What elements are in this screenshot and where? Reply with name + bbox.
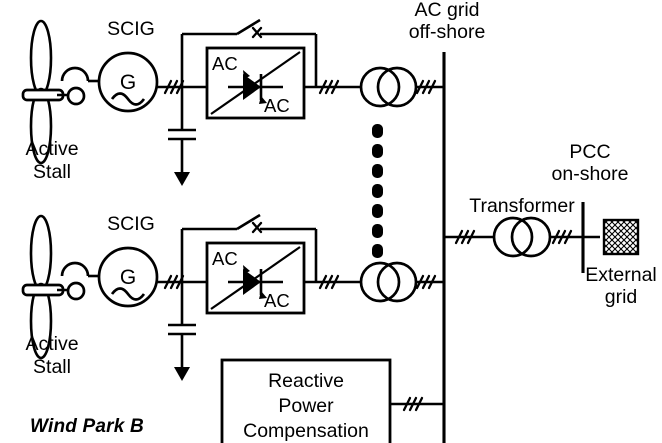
three-phase-mark-rpc bbox=[402, 396, 424, 412]
active-stall-2-line2: Stall bbox=[33, 356, 71, 378]
generator-symbol-1-label: G bbox=[120, 71, 136, 94]
scig-2-label: SCIG bbox=[107, 213, 155, 235]
external-grid-icon bbox=[602, 218, 640, 256]
generator-icon-2: G bbox=[97, 246, 159, 308]
wind-turbine-unit-2: G SCIG Active Stall AC AC bbox=[21, 213, 444, 381]
external-grid-line2-label: grid bbox=[605, 286, 638, 308]
active-stall-1-line2: Stall bbox=[33, 161, 71, 183]
three-phase-mark-conv-1 bbox=[318, 79, 340, 95]
pcc-line1-label: PCC bbox=[569, 141, 610, 163]
converter-2-output-label: AC bbox=[264, 290, 290, 311]
three-phase-mark-xfmr-1 bbox=[415, 79, 437, 95]
ground-arrow-icon-2 bbox=[174, 367, 190, 381]
wind-park-title: Wind Park B bbox=[30, 416, 144, 437]
thyristor-icon-2 bbox=[228, 265, 283, 299]
reactive-power-line2-label: Power bbox=[278, 395, 334, 417]
two-winding-transformer-icon-onshore bbox=[492, 216, 552, 258]
three-phase-mark-onshore-out bbox=[551, 229, 573, 245]
three-phase-mark-gen-1 bbox=[163, 79, 185, 95]
reactive-power-line3-label: Compensation bbox=[243, 420, 369, 442]
two-winding-transformer-icon-1 bbox=[359, 66, 418, 108]
converter-1-output-label: AC bbox=[264, 95, 290, 116]
repeated-units-ellipsis bbox=[372, 124, 383, 258]
reactive-power-compensation-block: Reactive Power Compensation bbox=[220, 358, 444, 443]
ground-arrow-icon bbox=[174, 172, 190, 186]
pcc-line2-label: on-shore bbox=[552, 163, 629, 185]
transformer-onshore-label: Transformer bbox=[469, 195, 575, 217]
three-phase-mark-xfmr-2 bbox=[415, 274, 437, 290]
reactive-power-line1-label: Reactive bbox=[268, 370, 344, 392]
thyristor-icon-1 bbox=[228, 70, 283, 104]
converter-1-input-label: AC bbox=[212, 53, 238, 74]
onshore-feeder: Transformer PCC on-shore External grid bbox=[444, 141, 657, 308]
capacitor-filter-1 bbox=[168, 87, 196, 186]
generator-icon: G bbox=[97, 51, 159, 113]
ac-grid-offshore-busbar: AC grid off-shore bbox=[409, 0, 486, 443]
wind-turbine-unit-1: G SCIG Active Stall bbox=[21, 18, 444, 186]
ac-grid-line1-label: AC grid bbox=[414, 0, 479, 21]
ac-ac-converter-icon-1: AC AC bbox=[205, 46, 306, 120]
ac-ac-converter-icon-2: AC AC bbox=[205, 241, 306, 315]
pcc-busbar: PCC on-shore bbox=[552, 141, 629, 273]
active-stall-1-line1: Active bbox=[25, 138, 78, 160]
capacitor-filter-2 bbox=[168, 282, 196, 381]
switch-marker-icon-1 bbox=[251, 26, 263, 39]
three-phase-mark-gen-2 bbox=[163, 274, 185, 290]
external-grid-line1-label: External bbox=[585, 264, 657, 286]
bypass-switch-2[interactable] bbox=[180, 213, 318, 282]
generator-symbol-2-label: G bbox=[120, 266, 136, 289]
gearbox-icon bbox=[60, 66, 101, 106]
three-phase-mark-conv-2 bbox=[318, 274, 340, 290]
bypass-switch-1[interactable] bbox=[180, 18, 318, 87]
switch-marker-icon-2 bbox=[251, 221, 263, 234]
wind-turbine-icon-2 bbox=[21, 214, 78, 360]
scig-1-label: SCIG bbox=[107, 18, 155, 40]
three-phase-mark-onshore-in bbox=[454, 229, 476, 245]
active-stall-2-line1: Active bbox=[25, 333, 78, 355]
converter-2-input-label: AC bbox=[212, 248, 238, 269]
gearbox-icon-2 bbox=[60, 261, 101, 301]
two-winding-transformer-icon-2 bbox=[359, 261, 418, 303]
ac-grid-line2-label: off-shore bbox=[409, 21, 486, 43]
wind-turbine-icon bbox=[21, 19, 78, 165]
